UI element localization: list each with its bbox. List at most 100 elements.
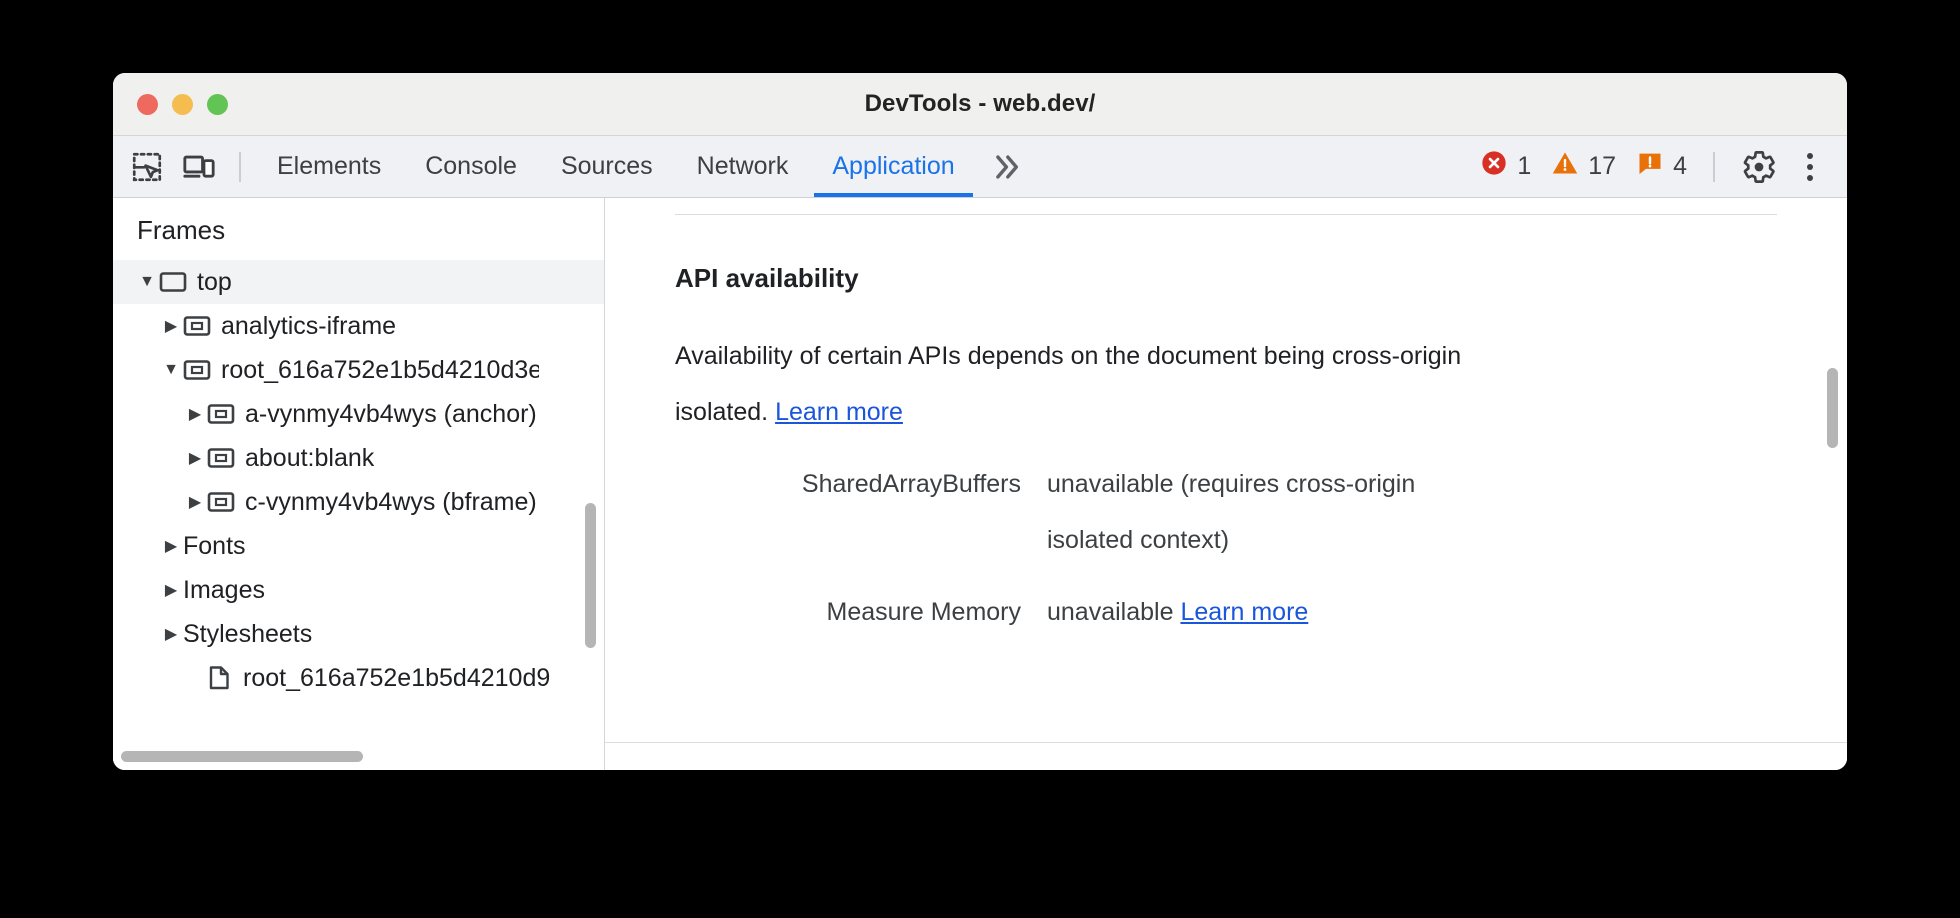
tab-elements[interactable]: Elements [255,136,403,197]
iframe-icon [207,403,235,425]
twisty-right-icon[interactable]: ▶ [164,582,178,599]
document-icon [207,665,233,691]
panel-tabs: Elements Console Sources Network Applica… [255,136,977,197]
twisty-right-icon[interactable]: ▶ [188,450,202,467]
tree-item-label: root_616a752e1b5d4210d9 [243,663,551,692]
issue-count: 4 [1673,152,1687,180]
tree-item-label: about:blank [245,443,375,472]
frame-details-content: API availability Availability of certain… [605,214,1847,640]
sidebar-vertical-scrollbar[interactable] [585,503,596,648]
panel-body: Frames ▼ top ▶ [113,198,1847,770]
iframe-icon [207,447,235,469]
issue-counter[interactable]: 4 [1636,149,1687,184]
tab-network[interactable]: Network [675,136,811,197]
main-vertical-scrollbar[interactable] [1827,368,1838,448]
twisty-right-icon[interactable]: ▶ [164,318,178,335]
tree-item-anchor-frame[interactable]: ▶ a-vynmy4vb4wys (anchor) [113,392,604,436]
measure-memory-learn-more-link[interactable]: Learn more [1180,598,1309,626]
sidebar-title: Frames [137,215,226,245]
error-icon [1480,149,1508,184]
shared-array-buffers-note: (requires cross-origin isolated context) [1047,470,1416,554]
tree-item-images[interactable]: ▶ Images [113,568,604,612]
window-titlebar: DevTools - web.dev/ [113,73,1847,136]
kebab-dot [1807,174,1813,181]
kebab-dot [1807,163,1813,170]
twisty-right-icon[interactable]: ▶ [164,626,178,643]
shared-array-buffers-label: SharedArrayBuffers [801,470,1021,498]
measure-memory-status: unavailable [1047,598,1174,626]
tree-item-label: analytics-iframe [221,311,397,340]
tree-item-root-frame[interactable]: ▼ root_616a752e1b5d4210d3e [113,348,604,392]
tree-item-fonts[interactable]: ▶ Fonts [113,524,604,568]
tree-item-analytics-iframe[interactable]: ▶ analytics-iframe [113,304,604,348]
twisty-down-icon[interactable]: ▼ [139,273,155,290]
frame-details-panel: API availability Availability of certain… [605,198,1847,770]
traffic-lights [137,93,228,115]
warning-icon [1551,149,1579,184]
close-button[interactable] [137,93,158,115]
sidebar-horizontal-scrollbar[interactable] [121,751,363,762]
tab-application[interactable]: Application [810,136,976,197]
tab-console[interactable]: Console [403,136,539,197]
tree-item-about-blank[interactable]: ▶ about:blank [113,436,604,480]
tree-item-bframe[interactable]: ▶ c-vynmy4vb4wys (bframe) [113,480,604,524]
tree-item-stylesheets[interactable]: ▶ Stylesheets [113,612,604,656]
tab-console-label: Console [425,152,517,180]
error-count: 1 [1517,152,1532,180]
shared-array-buffers-value: unavailable (requires cross-origin isola… [1047,456,1497,568]
more-tabs-icon[interactable] [977,141,1033,193]
tree-item-label: top [197,267,232,296]
tree-item-label: Images [183,575,265,604]
devtools-toolbar: Elements Console Sources Network Applica… [113,136,1847,198]
api-availability-heading: API availability [675,263,859,293]
tab-network-label: Network [696,152,789,180]
shared-array-buffers-row: SharedArrayBuffers unavailable (requires… [675,456,1777,568]
warning-count: 17 [1588,152,1617,180]
toolbar-right-group: 1 17 [1480,141,1847,193]
tab-application-label: Application [832,152,955,180]
tree-item-label: c-vynmy4vb4wys (bframe) [245,487,537,516]
issue-icon [1636,149,1664,184]
iframe-icon [183,315,211,337]
measure-memory-row: Measure Memory unavailable Learn more [675,584,1777,640]
shared-array-buffers-status: unavailable [1047,470,1174,498]
kebab-menu-icon[interactable] [1785,142,1835,192]
tree-item-label: a-vynmy4vb4wys (anchor) [245,399,537,428]
device-toolbar-icon[interactable] [173,141,225,193]
error-counter[interactable]: 1 [1480,149,1531,184]
tree-item-label: Fonts [183,531,246,560]
tab-sources[interactable]: Sources [539,136,675,197]
frames-sidebar: Frames ▼ top ▶ [113,198,605,770]
gear-icon[interactable] [1733,141,1785,193]
api-availability-learn-more-link[interactable]: Learn more [775,398,903,426]
frame-icon [159,271,187,293]
measure-memory-label: Measure Memory [826,598,1022,626]
tree-item-label: Stylesheets [183,619,313,648]
frames-tree: ▼ top ▶ [113,260,604,700]
inspect-element-icon[interactable] [121,141,173,193]
toolbar-divider [239,151,241,182]
twisty-right-icon[interactable]: ▶ [164,538,178,555]
tree-item-stylesheet-document[interactable]: root_616a752e1b5d4210d9 [113,656,604,700]
devtools-window: DevTools - web.dev/ [113,73,1847,770]
iframe-icon [183,359,211,381]
window-title: DevTools - web.dev/ [864,90,1096,117]
tree-item-label: root_616a752e1b5d4210d3e [221,355,539,384]
minimize-button[interactable] [172,93,193,115]
twisty-right-icon[interactable]: ▶ [188,494,202,511]
measure-memory-value: unavailable Learn more [1047,584,1308,640]
twisty-down-icon[interactable]: ▼ [163,361,179,378]
section-divider-bottom [605,742,1847,743]
twisty-right-icon[interactable]: ▶ [188,406,202,423]
tree-item-top[interactable]: ▼ top [113,260,604,304]
zoom-button[interactable] [207,93,228,115]
toolbar-divider-right [1713,151,1715,182]
warning-counter[interactable]: 17 [1551,149,1616,184]
api-availability-description: Availability of certain APIs depends on … [675,328,1465,440]
section-divider-top [675,214,1777,215]
iframe-icon [207,491,235,513]
tab-sources-label: Sources [560,152,653,180]
kebab-dot [1807,152,1813,159]
tab-elements-label: Elements [277,152,382,180]
